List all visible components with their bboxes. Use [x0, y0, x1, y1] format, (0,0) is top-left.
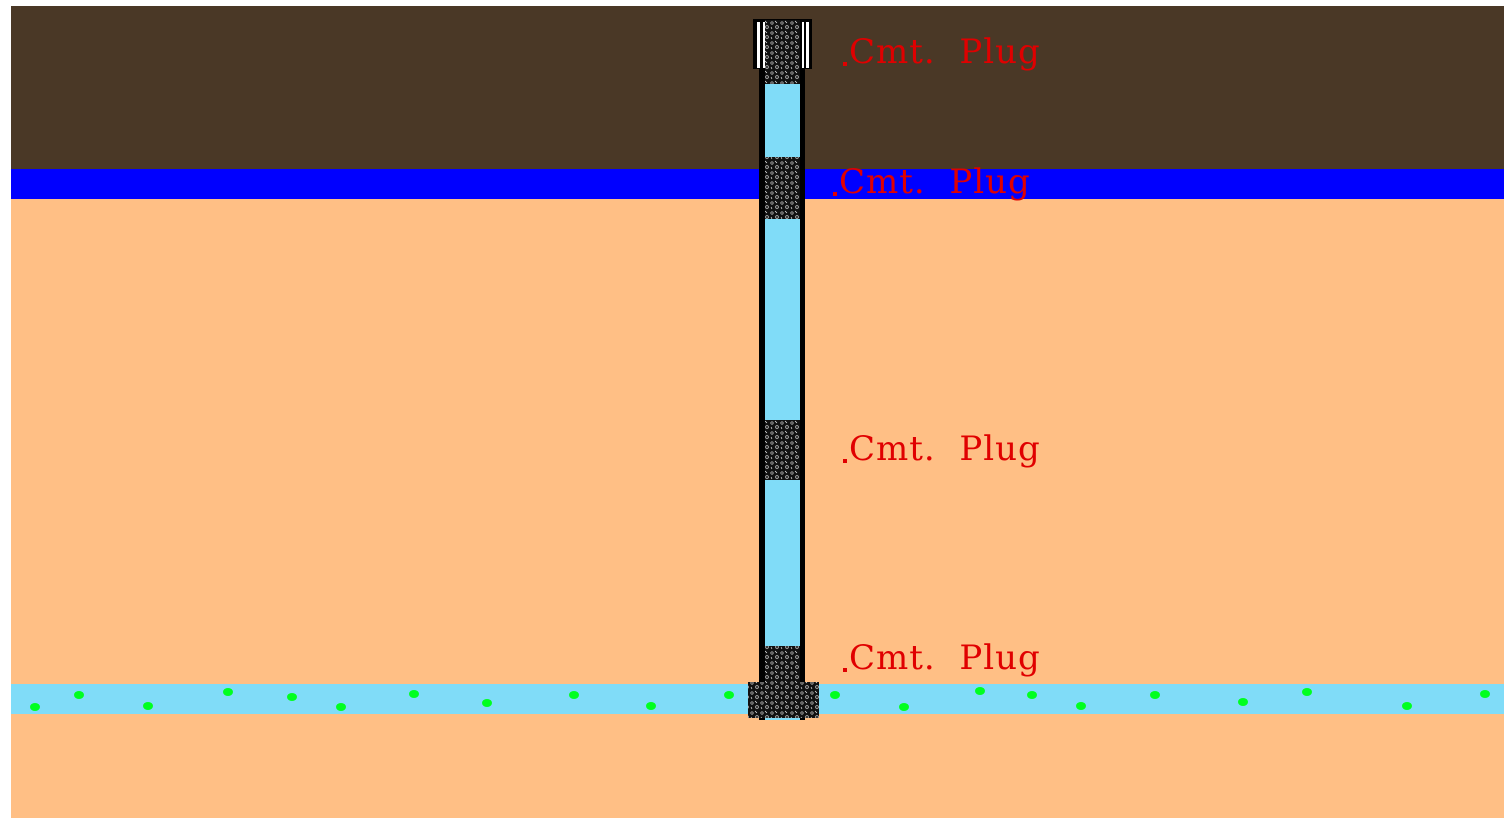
oil-droplet [975, 687, 985, 695]
casing-left-wall [759, 20, 765, 720]
oil-droplet [830, 691, 840, 699]
plug-label-1: Cmt. Plug [849, 32, 1041, 72]
oil-droplet [223, 688, 233, 696]
oil-droplet [646, 702, 656, 710]
formation-layer [11, 199, 1504, 684]
oil-droplet [1402, 702, 1412, 710]
plug-label-4: Cmt. Plug [849, 638, 1041, 678]
oil-droplet [724, 691, 734, 699]
oil-droplet [1480, 690, 1490, 698]
oil-droplet [1027, 691, 1037, 699]
casing-right-wall [800, 20, 805, 720]
freshwater-layer [11, 169, 1504, 199]
plug-label-group-1: Cmt. Plug [843, 32, 1041, 72]
wellbore-fluid [765, 20, 800, 720]
plug-label-group-4: Cmt. Plug [843, 638, 1041, 678]
oil-droplet [287, 693, 297, 701]
oil-droplet [482, 699, 492, 707]
plug-label-group-3: Cmt. Plug [843, 429, 1041, 469]
oil-droplet [143, 702, 153, 710]
plug-label-3: Cmt. Plug [849, 429, 1041, 469]
oil-droplet [899, 703, 909, 711]
cement-plug-2 [765, 157, 800, 219]
oil-droplet [409, 690, 419, 698]
cement-plug-3 [765, 420, 800, 480]
oil-droplet [1302, 688, 1312, 696]
oil-droplet [1076, 702, 1086, 710]
lower-formation-layer [11, 714, 1504, 818]
oil-droplet [569, 691, 579, 699]
oil-droplet [30, 703, 40, 711]
wellbore [759, 20, 805, 720]
plug-label-2: Cmt. Plug [839, 162, 1031, 202]
oil-droplet [1150, 691, 1160, 699]
cement-plug-4-base [748, 682, 819, 718]
oil-droplet [1238, 698, 1248, 706]
oil-droplet [336, 703, 346, 711]
oil-droplet [74, 691, 84, 699]
plug-label-group-2: Cmt. Plug [833, 162, 1031, 202]
cement-plug-1 [765, 20, 800, 84]
